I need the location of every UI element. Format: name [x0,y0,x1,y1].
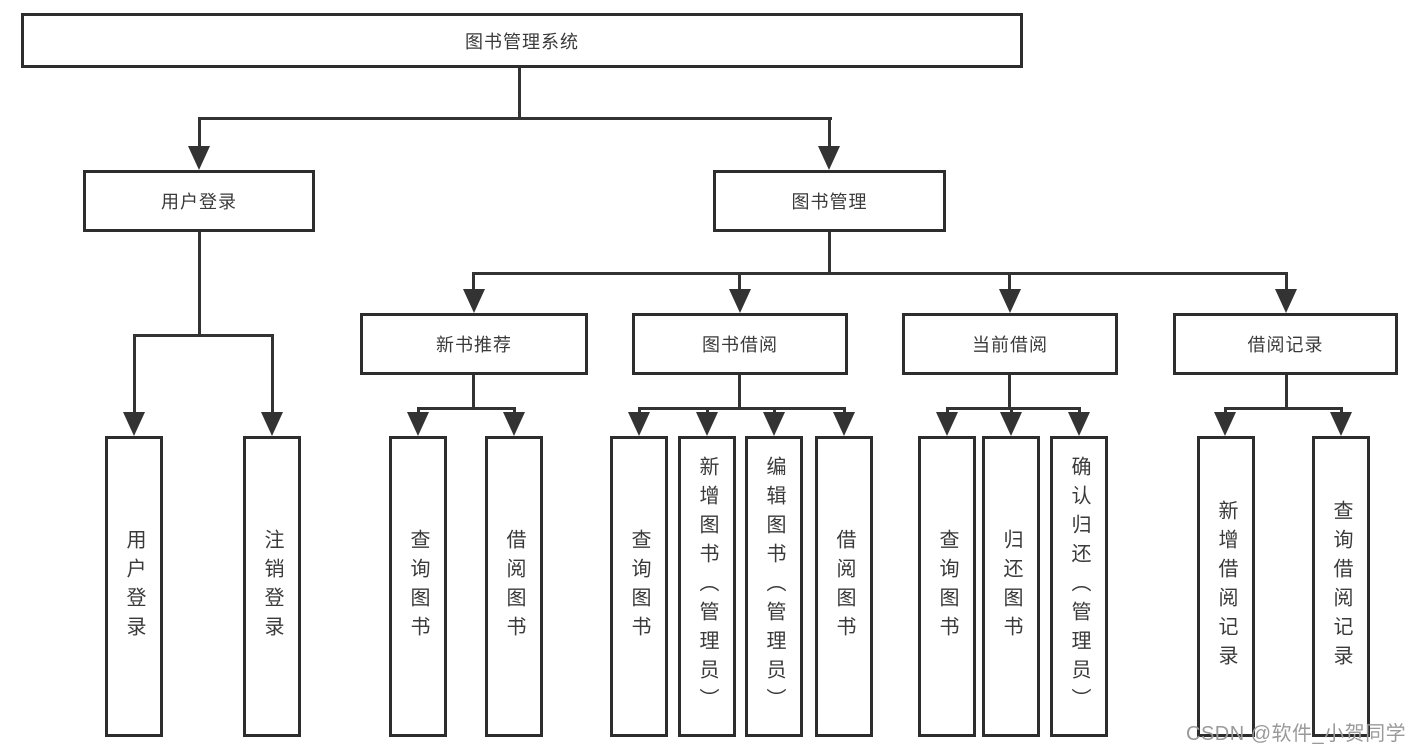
leaf-confirm-return-admin: 确认归还（管理员） [1050,436,1108,737]
node-new-book-recommend: 新书推荐 [360,313,588,375]
connector-line [1285,272,1288,292]
connector-line [417,407,516,410]
arrow-down-icon [628,412,650,436]
leaf-borrow-books-recommend: 借阅图书 [485,436,543,737]
connector-line [1008,272,1011,292]
arrow-down-icon [1068,412,1090,436]
connector-line [946,407,1081,410]
arrow-down-icon [123,412,145,436]
arrow-down-icon [729,289,751,313]
arrow-down-icon [936,412,958,436]
arrow-down-icon [407,412,429,436]
node-library-management-system: 图书管理系统 [21,13,1023,68]
connector-line [828,117,831,150]
leaf-edit-book-admin: 编辑图书（管理员） [745,436,803,737]
arrow-down-icon [503,412,525,436]
connector-line [738,375,741,409]
connector-line [133,334,136,414]
arrow-down-icon [463,289,485,313]
node-borrow-records: 借阅记录 [1173,313,1398,375]
connector-line [472,375,475,409]
connector-line [1008,375,1011,409]
leaf-add-borrow-record: 新增借阅记录 [1197,436,1255,737]
node-user-login: 用户登录 [83,170,315,232]
leaf-query-books-borrow: 查询图书 [610,436,668,737]
connector-line [198,117,832,120]
leaf-return-books: 归还图书 [982,436,1040,737]
arrow-down-icon [261,412,283,436]
leaf-query-books-current: 查询图书 [918,436,976,737]
leaf-query-books-recommend: 查询图书 [389,436,447,737]
node-book-borrow: 图书借阅 [632,313,848,375]
arrow-down-icon [696,412,718,436]
connector-line [1285,375,1288,409]
connector-line [472,272,1288,275]
connector-line [828,232,831,274]
node-book-management: 图书管理 [713,170,946,232]
arrow-down-icon [833,412,855,436]
connector-line [1224,407,1343,410]
leaf-logout: 注销登录 [243,436,301,737]
connector-line [518,68,521,119]
connector-line [738,272,741,292]
arrow-down-icon [1214,412,1236,436]
connector-line [198,232,201,336]
arrow-down-icon [1330,412,1352,436]
arrow-down-icon [763,412,785,436]
leaf-query-borrow-record: 查询借阅记录 [1312,436,1370,737]
leaf-add-book-admin: 新增图书（管理员） [678,436,736,737]
connector-line [133,334,274,337]
connector-line [198,117,201,150]
connector-line [472,272,475,292]
csdn-watermark: CSDN @软件_小贺同学 [1186,723,1405,745]
connector-line [638,407,846,410]
arrow-down-icon [999,289,1021,313]
leaf-borrow-books: 借阅图书 [815,436,873,737]
arrow-down-icon [188,146,210,170]
arrow-down-icon [1000,412,1022,436]
arrow-down-icon [818,146,840,170]
arrow-down-icon [1275,289,1297,313]
connector-line [271,334,274,414]
leaf-user-login: 用户登录 [105,436,163,737]
node-current-borrow: 当前借阅 [902,313,1118,375]
